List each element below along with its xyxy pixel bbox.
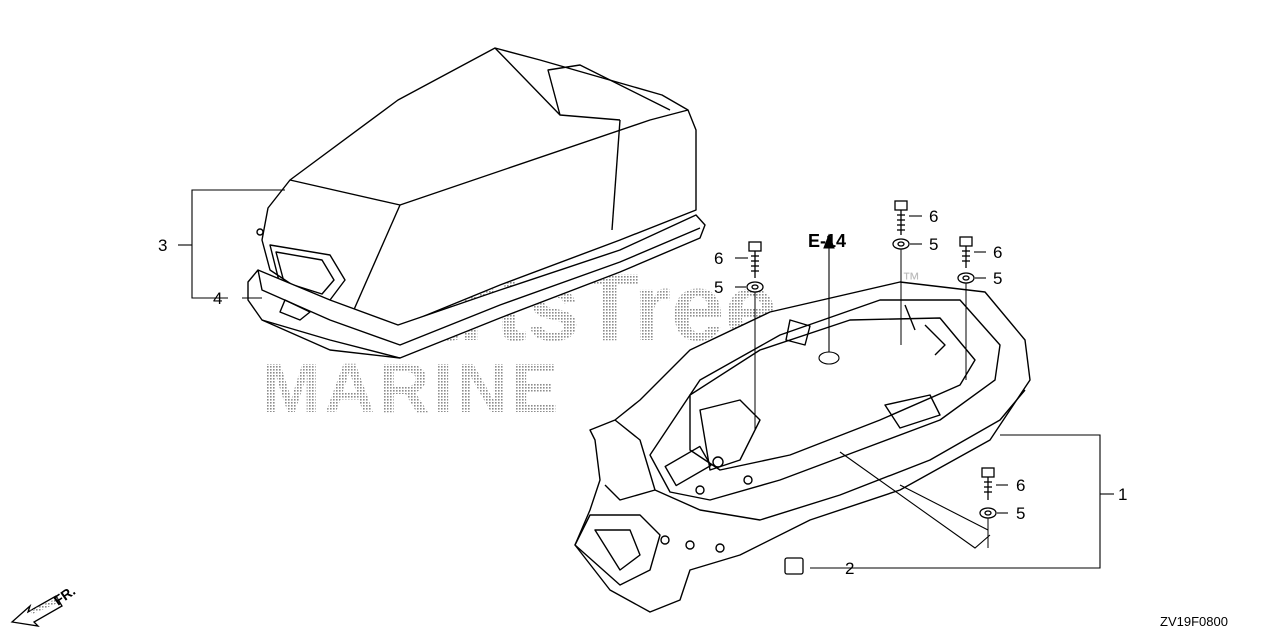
reference-e14: E-14 <box>808 231 846 251</box>
under-case <box>574 281 1031 613</box>
callout-6-right: 6 <box>993 243 1002 262</box>
callout-2: 2 <box>845 559 854 578</box>
callout-5-left: 5 <box>714 278 723 297</box>
callout-6-left: 6 <box>714 249 723 268</box>
callout-labels: 1 2 3 4 5 5 5 5 6 6 6 6 <box>158 207 1127 578</box>
callout-6-top: 6 <box>929 207 938 226</box>
callout-4: 4 <box>213 289 222 308</box>
bolt-top <box>892 200 910 345</box>
diagram-code: ZV19F0800 <box>1160 614 1228 629</box>
bolt-right <box>957 236 975 380</box>
callout-3: 3 <box>158 236 167 255</box>
callout-5-lower: 5 <box>1016 504 1025 523</box>
watermark-line2: MARINE <box>262 349 562 427</box>
callout-6-lower: 6 <box>1016 476 1025 495</box>
callout-5-right: 5 <box>993 269 1002 288</box>
engine-cover <box>247 47 706 359</box>
callout-5-top: 5 <box>929 235 938 254</box>
fasteners <box>746 200 997 575</box>
callout-1: 1 <box>1118 485 1127 504</box>
grommet <box>784 557 804 575</box>
bolt-lower <box>979 467 997 548</box>
front-arrow: FR. <box>10 582 78 627</box>
leader-lines <box>178 189 1114 569</box>
bolt-left <box>746 241 764 430</box>
